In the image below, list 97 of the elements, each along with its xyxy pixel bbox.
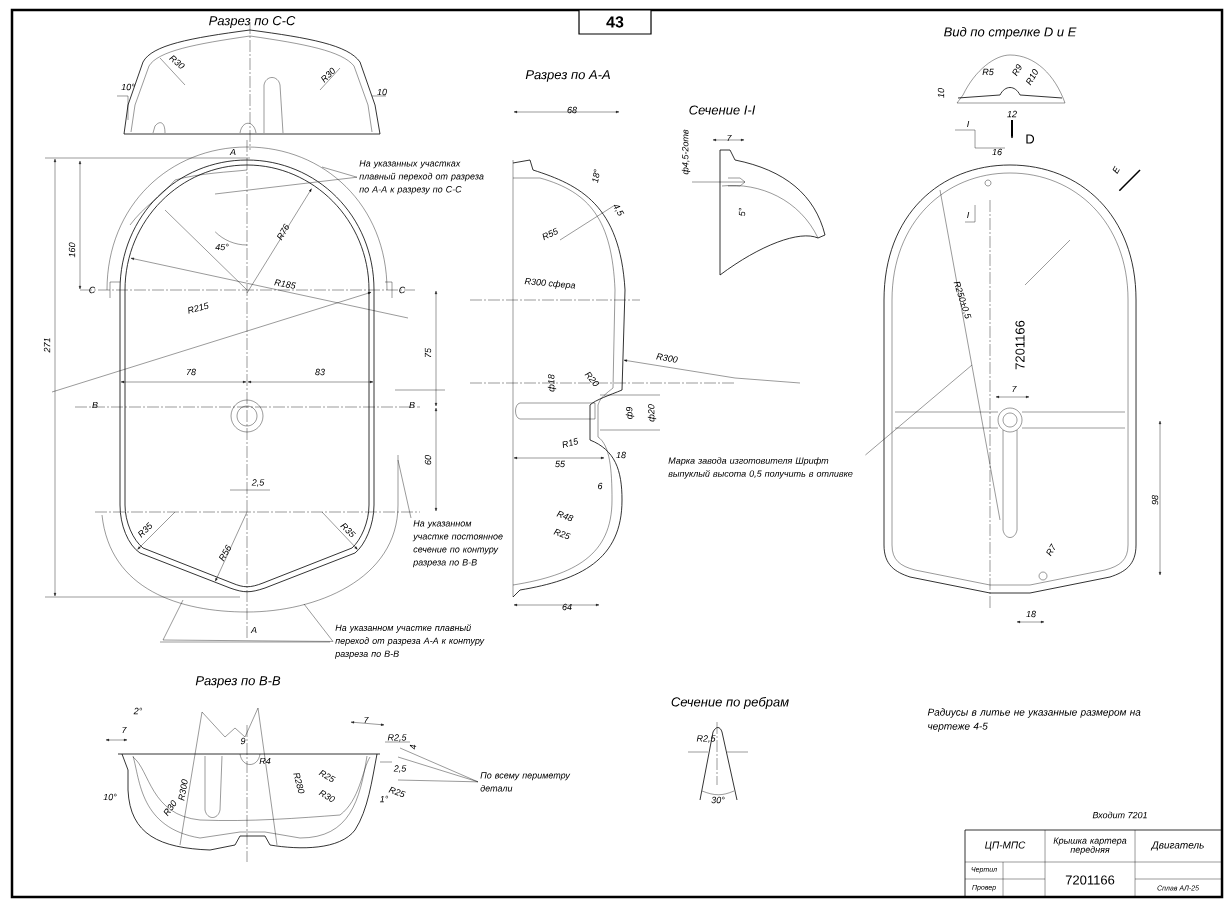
dimension-label: 30° (711, 796, 725, 804)
title-block-text: ЦП-МПС (985, 841, 1026, 851)
dimension-label: R30 (318, 789, 336, 802)
note-text: На указанном участке плавный переход от разреза А-А к контуру разреза по В-В (335, 624, 485, 659)
leader-line (399, 747, 479, 783)
dimension-label: R5 (982, 68, 994, 76)
dimension-label: ф20 (647, 404, 657, 422)
page-number-box: 43 (578, 9, 652, 35)
dimension-label: R4 (259, 757, 271, 765)
plan-view-drawing (883, 54, 1137, 594)
dimension-label: 18 (1026, 610, 1036, 618)
dimension-label: 18° (592, 169, 600, 183)
leader-line (397, 459, 412, 519)
section-title: Разрез по В-В (195, 676, 281, 688)
note-text: По всему периметру детали (480, 772, 571, 792)
dimension-label: ф4,5-2отв (681, 129, 691, 175)
dimension-label: 45° (215, 243, 229, 251)
dimension-label: 7 (727, 134, 732, 142)
note-text: Радиусы в литье не указанные размером на чертеже 4-5 (927, 708, 1141, 732)
dimension-label: R30 (168, 55, 185, 69)
dimension-label: В (92, 401, 98, 409)
dimension-label: 4 (409, 744, 417, 750)
dimension-label: R215 (188, 302, 209, 314)
dimension-label: 60 (424, 455, 432, 465)
section-title: Разрез по А-А (525, 70, 610, 82)
dimension-label: R2,5 (696, 735, 716, 743)
leader-line (162, 599, 334, 642)
dimension-label: R25 (553, 528, 571, 540)
dimension-label: 2,5 (251, 479, 265, 487)
dimension-label: 10° (121, 83, 135, 91)
dimension-label: 1° (379, 795, 389, 803)
dimension-label: 10 (937, 88, 945, 98)
dimension-label: 2° (133, 707, 143, 715)
dimension-label: 12 (1007, 110, 1017, 118)
dimension-label: 5° (738, 207, 746, 217)
note-text: Марка завода изготовителя Шрифт выпуклый высота 0,5 получить в отливке (668, 457, 853, 479)
dimension-label: 271 (43, 338, 51, 353)
dimension-label: С (89, 286, 96, 294)
dimension-label: 6 (598, 482, 603, 490)
dimension-label: 7 (1012, 385, 1017, 393)
dimension-label: 2,5 (393, 765, 407, 773)
dimension-label: Входит 7201 (1092, 811, 1147, 819)
dimension-label: R300 сфера (524, 278, 576, 290)
dimension-label: ф9 (625, 406, 635, 419)
dimension-label: R20 (584, 371, 599, 386)
dimension-label: R280 (293, 773, 305, 794)
dimension-label: E (1112, 165, 1120, 174)
title-block-text: Двигатель (1150, 841, 1204, 851)
dimension-label: 4,5 (613, 205, 625, 216)
leader-line (397, 779, 479, 783)
dimension-label: R48 (556, 510, 574, 522)
dimension-label: D (1026, 134, 1035, 144)
leader-line (321, 166, 358, 178)
dimension-label: R300 (656, 353, 678, 363)
title-block-text: Крышка картера передняя (1053, 837, 1127, 855)
section-title: Сечение по ребрам (671, 696, 789, 710)
dimension-label: 98 (1151, 495, 1159, 505)
dimension-label: 160 (68, 242, 76, 258)
dimension-label: 16 (992, 148, 1002, 156)
dimension-label: R7 (1046, 543, 1056, 557)
dimension-label: I (967, 120, 970, 128)
dimension-label: 68 (567, 106, 577, 114)
dimension-label: R9 (1012, 64, 1022, 77)
dimension-label: 18 (616, 451, 626, 459)
dimension-label: 75 (424, 347, 432, 358)
dimension-label: 83 (315, 368, 325, 376)
dimension-label: В (409, 401, 415, 409)
note-text: На указанных участках плавный переход от разреза по А-А к разрезу по С-С (359, 160, 484, 195)
dimension-label: А (250, 626, 257, 634)
dimension-label: R15 (562, 437, 578, 448)
dimension-label: 10 (377, 88, 387, 96)
part-number-marking: 7201166 (1015, 320, 1025, 370)
dimension-label: 64 (562, 603, 572, 611)
section-title: Сечение I-I (689, 105, 756, 115)
dimension-label: R25 (318, 769, 336, 782)
dimension-label: I (967, 211, 970, 219)
leader-line (865, 364, 973, 456)
dimension-label: R25 (388, 786, 406, 798)
dimension-label: ф18 (547, 374, 557, 392)
leader-line (214, 177, 358, 195)
dimension-label: R185 (274, 279, 297, 289)
dimension-label: R2,5 (387, 734, 407, 742)
dimension-label: R35 (340, 523, 357, 537)
dimension-label: 55 (555, 460, 566, 468)
dimension-label: R300 (178, 779, 188, 801)
section-title: Разрез по С-С (209, 16, 296, 28)
section-view-drawing (117, 753, 381, 851)
leader-line (397, 756, 479, 783)
title-block-text: 7201166 (1065, 875, 1115, 885)
dimension-label: 7 (122, 726, 127, 734)
dimension-label: R55 (542, 227, 558, 241)
leader-line (303, 603, 334, 642)
section-title: Вид по стрелке D и E (944, 26, 1077, 40)
note-text: На указанном участке постоянное сечение по контуру разреза по В-В (412, 520, 503, 568)
dimension-label: 78 (186, 368, 196, 376)
dimension-label: С (399, 286, 406, 294)
dimension-label: 7 (364, 716, 369, 724)
